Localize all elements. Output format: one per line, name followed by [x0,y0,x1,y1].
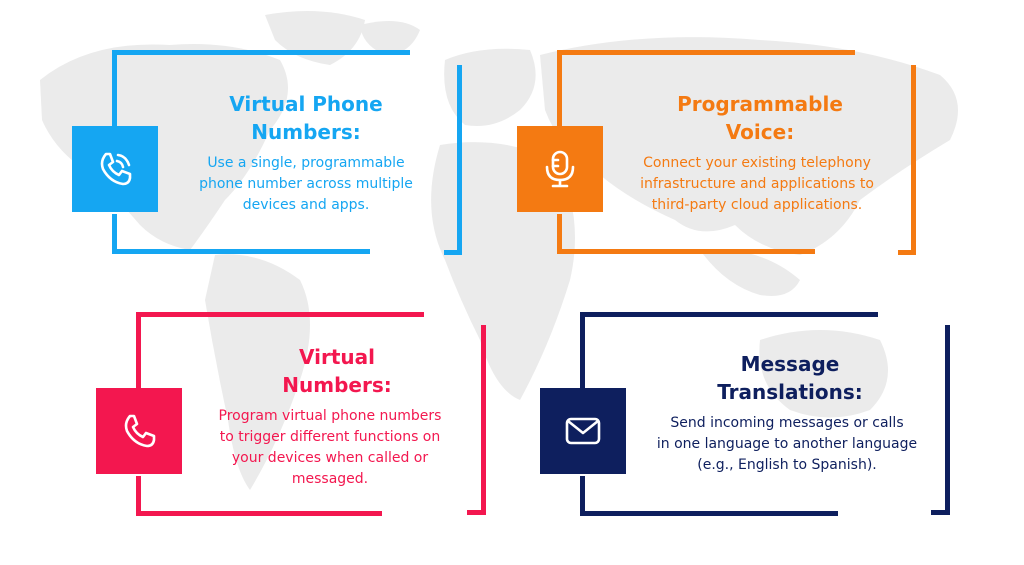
card-title: Message Translations: [717,352,863,404]
card-description: Send incoming messages or calls in one l… [656,415,918,473]
phone-ringing-icon [100,152,132,186]
icon-tile [96,388,182,474]
envelope-icon [565,417,601,445]
frame-bottom [580,511,838,516]
frame-right-foot [467,510,486,515]
card-description: Program virtual phone numbers to trigger… [218,408,442,487]
frame-left-top [136,312,141,388]
icon-tile [517,126,603,212]
frame-top [580,312,878,317]
frame-left-bottom [580,476,585,516]
icon-tile [540,388,626,474]
frame-left-bottom [112,214,117,254]
frame-right-foot [444,250,462,255]
card-description: Connect your existing telephony infrastr… [640,155,874,213]
frame-bottom [136,511,382,516]
frame-bottom [112,249,370,254]
frame-right [457,65,462,255]
card-description: Use a single, programmable phone number … [199,155,413,213]
card-title: Programmable Voice: [677,92,843,144]
frame-left-top [557,50,562,126]
frame-right [481,325,486,515]
frame-top [112,50,410,55]
frame-bottom [557,249,815,254]
frame-left-top [580,312,585,388]
microphone-icon [545,150,575,188]
card-title: Virtual Phone Numbers: [229,92,383,144]
phone-icon [124,414,156,448]
frame-top [136,312,424,317]
frame-right-foot [931,510,950,515]
frame-right [911,65,916,255]
frame-left-bottom [557,214,562,254]
frame-left-bottom [136,476,141,516]
card-title: Virtual Numbers: [282,345,392,397]
frame-top [557,50,855,55]
frame-right [945,325,950,515]
icon-tile [72,126,158,212]
frame-left-top [112,50,117,126]
frame-right-foot [898,250,916,255]
